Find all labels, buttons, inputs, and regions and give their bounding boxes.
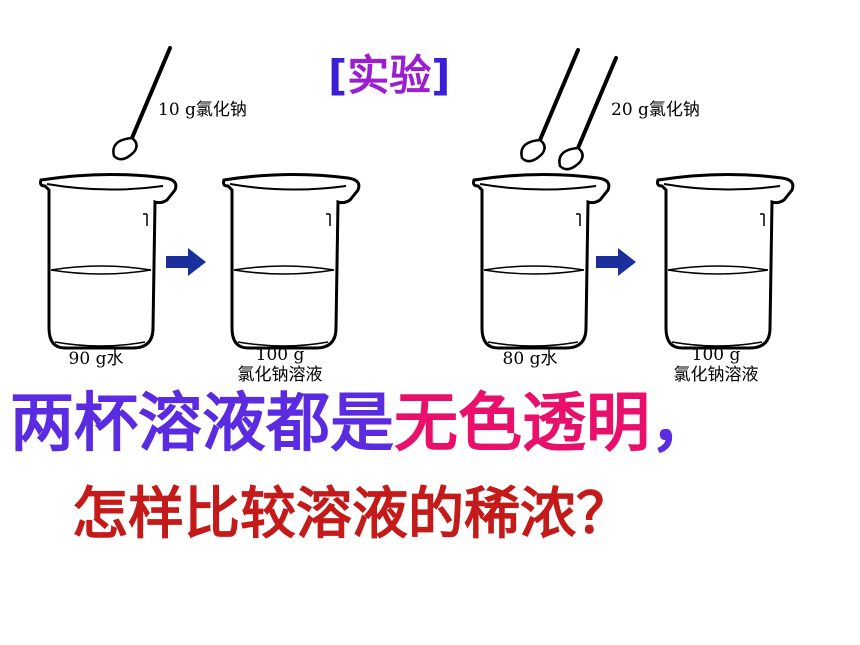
question-highlight: 无色透明 <box>394 387 650 461</box>
solution-label: 氯化钠溶液 <box>673 365 759 385</box>
question-line-2: 怎样比较溶液的稀浓？ <box>72 482 632 547</box>
question-line-1: 两杯溶液都是无色透明， <box>10 392 714 456</box>
solution-mass-label: 100 g <box>255 345 305 365</box>
title-open-bracket: [ <box>328 51 348 100</box>
salt-label: 10 g氯化钠 <box>158 100 247 120</box>
experiment-illustration <box>39 46 795 350</box>
beaker-water-icon <box>39 172 178 350</box>
beaker-water-icon <box>472 172 611 350</box>
water-label: 80 g水 <box>502 349 558 369</box>
title-text: 实验 <box>347 51 432 100</box>
water-label: 90 g水 <box>68 349 124 369</box>
question-comma: ， <box>650 387 714 461</box>
beaker-solution-icon <box>656 172 795 350</box>
solution-label: 氯化钠溶液 <box>237 365 323 385</box>
beaker-solution-icon <box>222 172 361 350</box>
slide-title: [实验] <box>328 55 450 97</box>
arrow-icon <box>596 248 636 276</box>
spoon-icon <box>519 48 580 164</box>
solution-mass-label: 100 g <box>691 345 741 365</box>
title-close-bracket: ] <box>431 51 451 100</box>
question-part-1: 两杯溶液都是 <box>10 387 394 461</box>
arrow-icon <box>166 248 206 276</box>
salt-label: 20 g氯化钠 <box>611 100 700 120</box>
